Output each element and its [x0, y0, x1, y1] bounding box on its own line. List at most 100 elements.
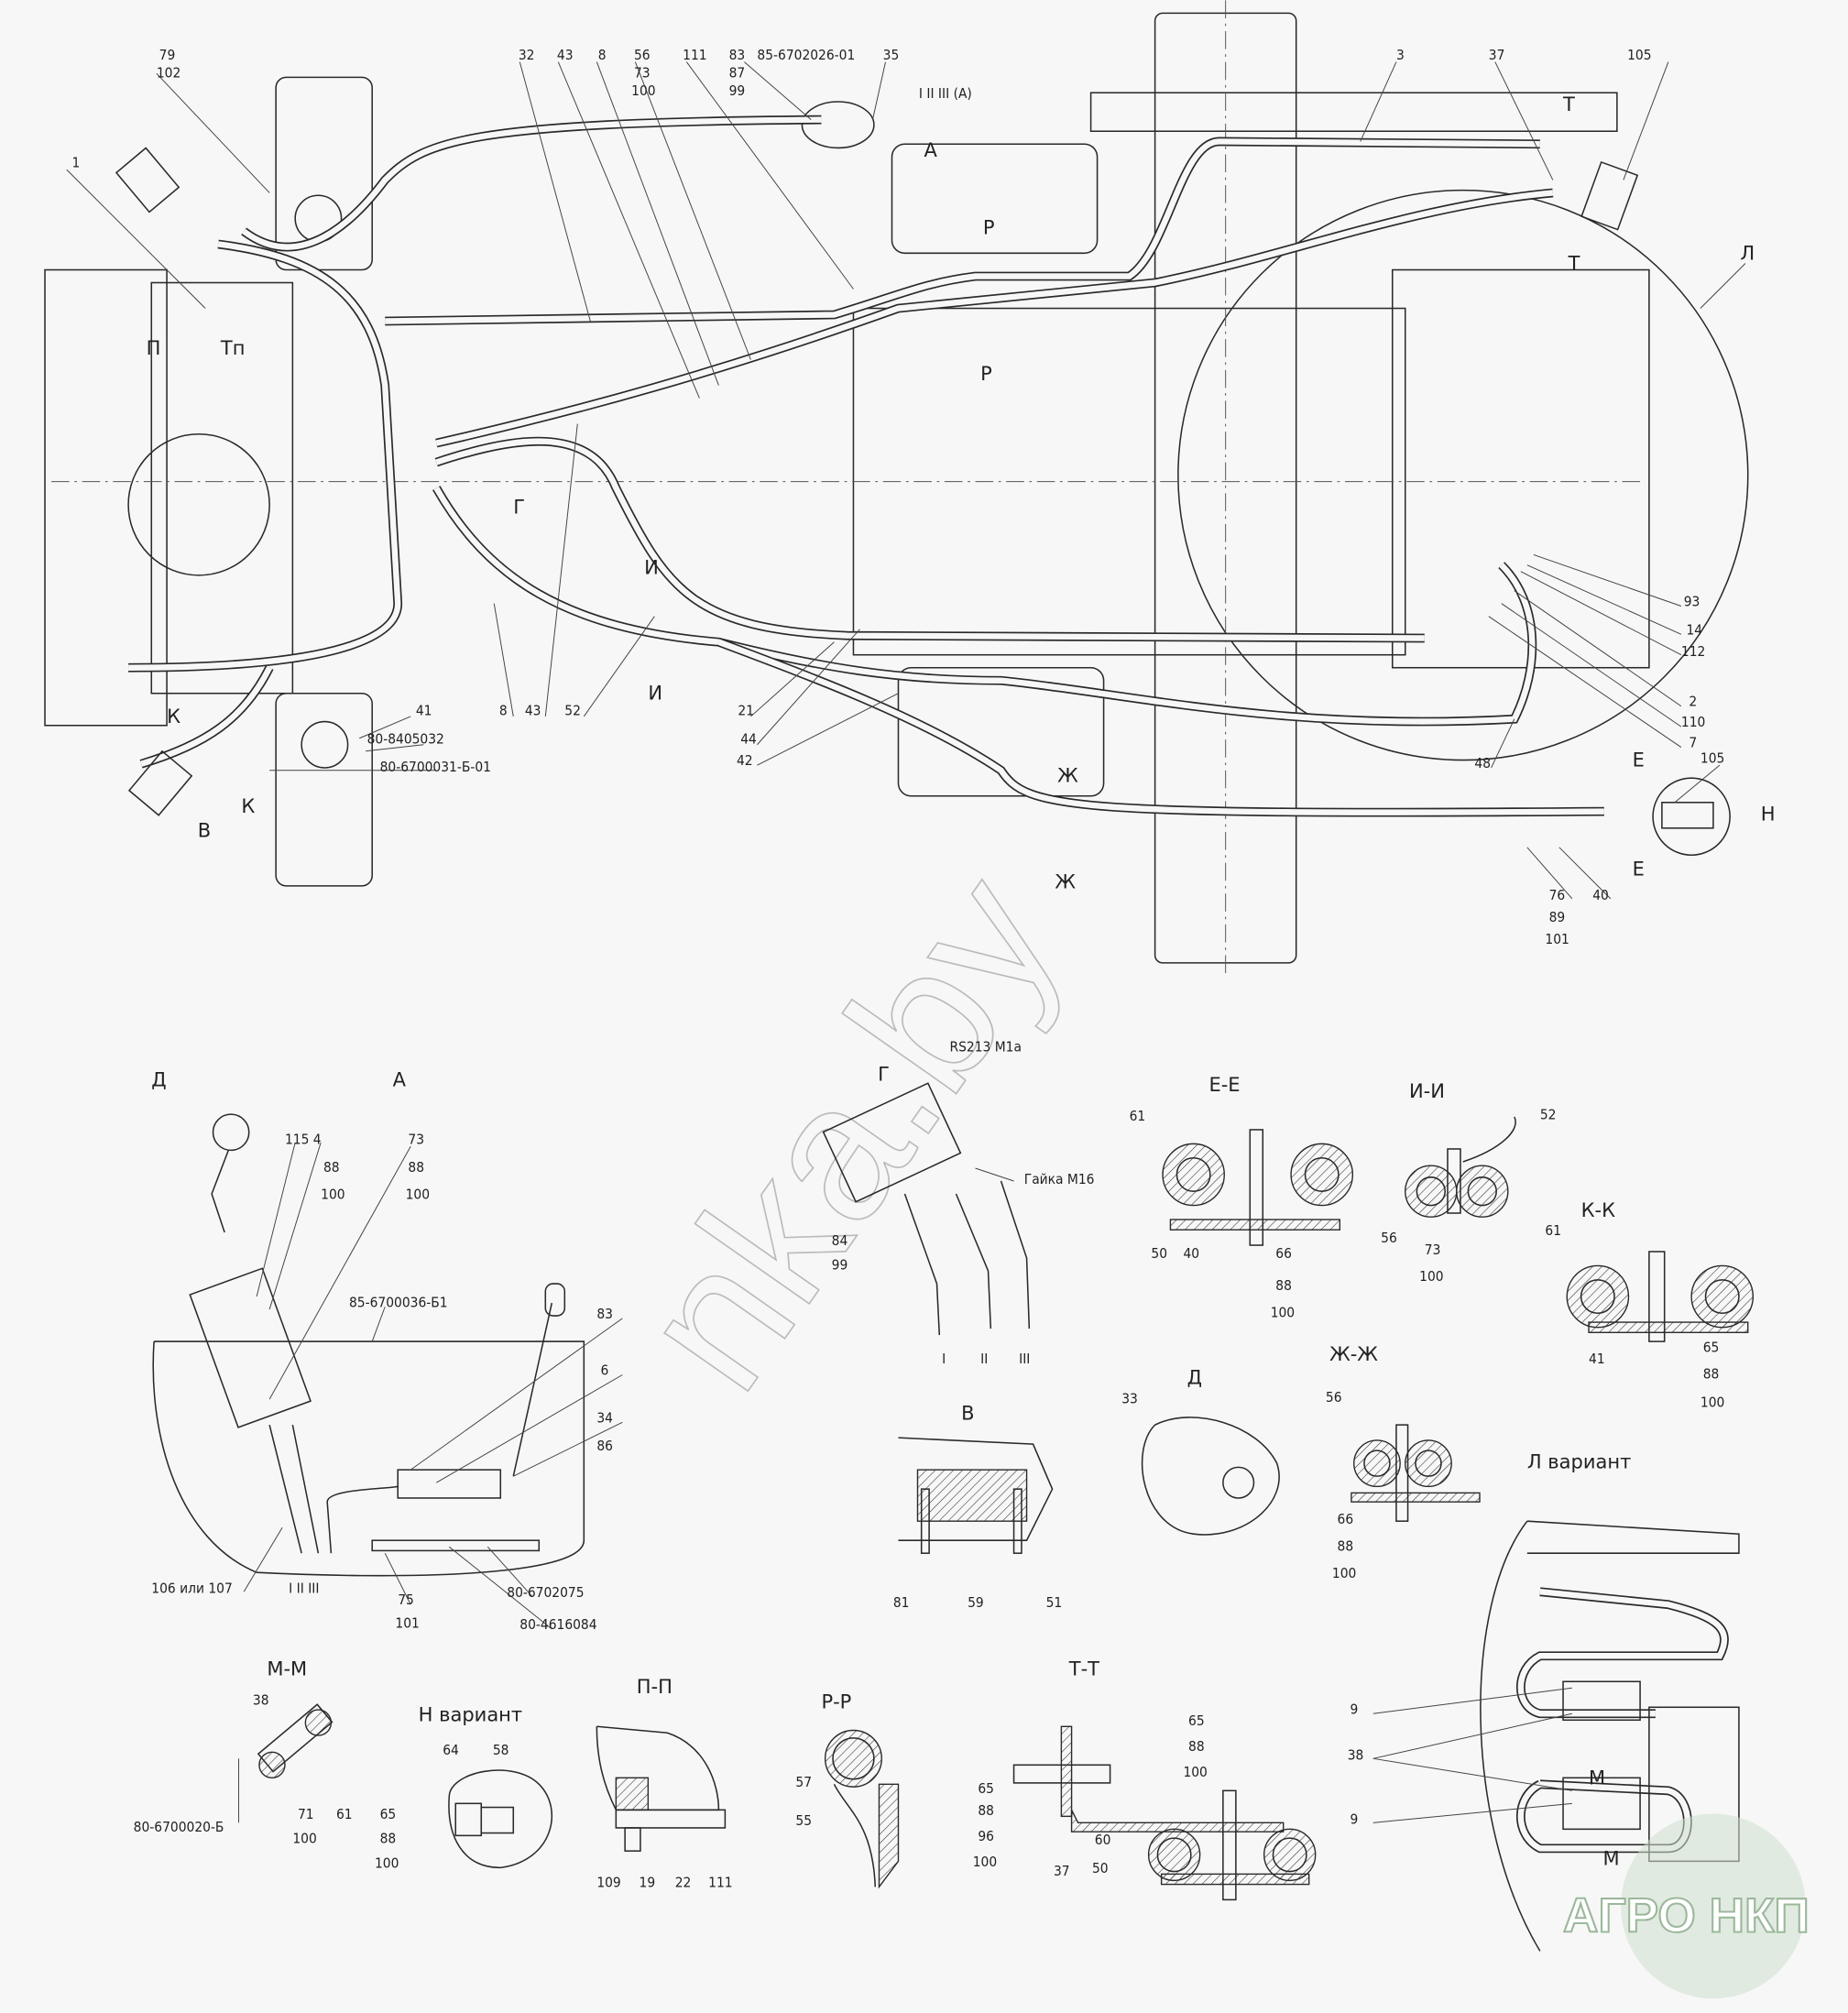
- callout: 109: [596, 1874, 620, 1890]
- section-title: Р-Р: [821, 1690, 851, 1713]
- callout: 14: [1687, 621, 1703, 638]
- callout: 6: [601, 1362, 609, 1378]
- callout: 105: [1627, 47, 1651, 63]
- callout: 43: [525, 703, 541, 719]
- section-mark: Е: [1633, 858, 1645, 881]
- part-number: 80-6700020-Б: [134, 1819, 224, 1835]
- part-number: 85-6700036-Б1: [349, 1294, 448, 1310]
- section-mark: Е: [1633, 749, 1645, 771]
- callout: 101: [1545, 931, 1569, 947]
- section-P-P: П-П 109 19 22 111: [596, 1675, 733, 1890]
- callout: 58: [493, 1742, 509, 1758]
- detail-ellipse-A: [801, 101, 875, 149]
- callout: 9: [1350, 1701, 1359, 1717]
- callout: 55: [795, 1812, 812, 1829]
- callout: 101: [395, 1614, 419, 1631]
- line-label: III: [1019, 1351, 1030, 1367]
- callout: 110: [1681, 714, 1705, 730]
- callout: 112: [1681, 643, 1705, 660]
- callout: 56: [634, 47, 651, 63]
- callout: 88: [1703, 1366, 1720, 1383]
- section-I-I: И-И 52 56 73 100: [1381, 1079, 1556, 1285]
- section-title: Ж-Ж: [1329, 1342, 1378, 1365]
- callout: 8: [598, 47, 607, 63]
- callout: 2: [1689, 694, 1697, 710]
- view-title: Л вариант: [1527, 1450, 1632, 1473]
- view-title: Г: [878, 1063, 890, 1086]
- callout: 100: [406, 1187, 430, 1203]
- callout: 7: [1689, 735, 1697, 751]
- section-mark: И: [644, 555, 659, 578]
- callout: 88: [978, 1802, 994, 1819]
- view-arrow-mark: Д: [151, 1067, 166, 1090]
- callout: 52: [564, 703, 581, 719]
- callout: 38: [253, 1691, 269, 1708]
- callout: 100: [321, 1187, 344, 1203]
- callout: 111: [708, 1874, 732, 1890]
- part-number: 85-6702026-01: [757, 47, 855, 63]
- callout: 44: [740, 730, 757, 747]
- callout: 87: [729, 64, 746, 81]
- callout: 88: [323, 1159, 340, 1176]
- view-V: В 81 59 51: [893, 1402, 1062, 1612]
- callout: 37: [1489, 47, 1505, 63]
- section-K-K: К-К 61 41 65 88 100: [1545, 1198, 1755, 1411]
- callout: 41: [416, 703, 432, 719]
- callout: 88: [408, 1159, 424, 1176]
- section-title: М-М: [267, 1657, 307, 1679]
- part-number: 80-6702075: [507, 1584, 584, 1601]
- view-title: А: [393, 1067, 407, 1090]
- section-Zh-Zh: Ж-Ж 56 66 88 100: [1326, 1342, 1481, 1581]
- callout: 56: [1381, 1230, 1397, 1246]
- callout: 34: [596, 1409, 613, 1426]
- part-number: 80-6700031-Б-01: [380, 759, 491, 775]
- callout: 52: [1540, 1107, 1557, 1123]
- line-labels: I II III: [289, 1581, 319, 1597]
- section-title: И-И: [1409, 1079, 1445, 1102]
- section-mark: К: [241, 794, 255, 817]
- callout: 86: [596, 1438, 613, 1454]
- section-title: К-К: [1581, 1198, 1615, 1221]
- view-N-variant: Н вариант 64 58: [419, 1703, 552, 1869]
- callout: 100: [1183, 1764, 1207, 1780]
- callout: 40: [1592, 887, 1609, 903]
- part-label: Гайка М16: [1024, 1171, 1095, 1187]
- section-title: Е-Е: [1208, 1073, 1240, 1096]
- callout: 81: [893, 1594, 910, 1611]
- view-title: Н вариант: [419, 1703, 523, 1726]
- callout: 40: [1183, 1245, 1199, 1262]
- view-title: Д: [1187, 1365, 1202, 1388]
- callout: 75: [398, 1592, 414, 1608]
- callout: 73: [408, 1131, 424, 1147]
- line-label: I: [942, 1351, 946, 1367]
- callout: 83: [596, 1306, 613, 1322]
- view-mark: А: [924, 138, 938, 161]
- callout: 4: [313, 1131, 322, 1147]
- quick-coupling: [127, 749, 193, 816]
- callout: 64: [443, 1742, 459, 1758]
- callout: 57: [795, 1774, 812, 1790]
- view-mark: Л: [1740, 241, 1755, 264]
- callout: 71: [298, 1806, 314, 1822]
- callout: 100: [1419, 1268, 1443, 1285]
- view-A: Д А 115 4 88 100 73 88 100 85-6700036-Б1…: [151, 1067, 623, 1633]
- callout: 19: [640, 1874, 656, 1890]
- callout: 76: [1549, 887, 1566, 903]
- section-mark: Т: [1562, 93, 1575, 115]
- callout: 93: [1684, 593, 1700, 609]
- callout: 73: [1425, 1242, 1441, 1258]
- callout: 83: [729, 47, 746, 63]
- callout: 65: [978, 1780, 994, 1797]
- callout: 100: [1700, 1395, 1724, 1411]
- callout: 42: [737, 752, 753, 769]
- callout: 41: [1589, 1351, 1605, 1367]
- part-number: 80-8405032: [367, 730, 444, 747]
- view-lines-label: I II III (A): [919, 85, 972, 102]
- callout: 61: [336, 1806, 353, 1822]
- section-mark: Р: [983, 215, 995, 238]
- main-assembly-view: [44, 0, 1749, 976]
- callout: 102: [157, 64, 180, 81]
- callout: 111: [683, 47, 706, 63]
